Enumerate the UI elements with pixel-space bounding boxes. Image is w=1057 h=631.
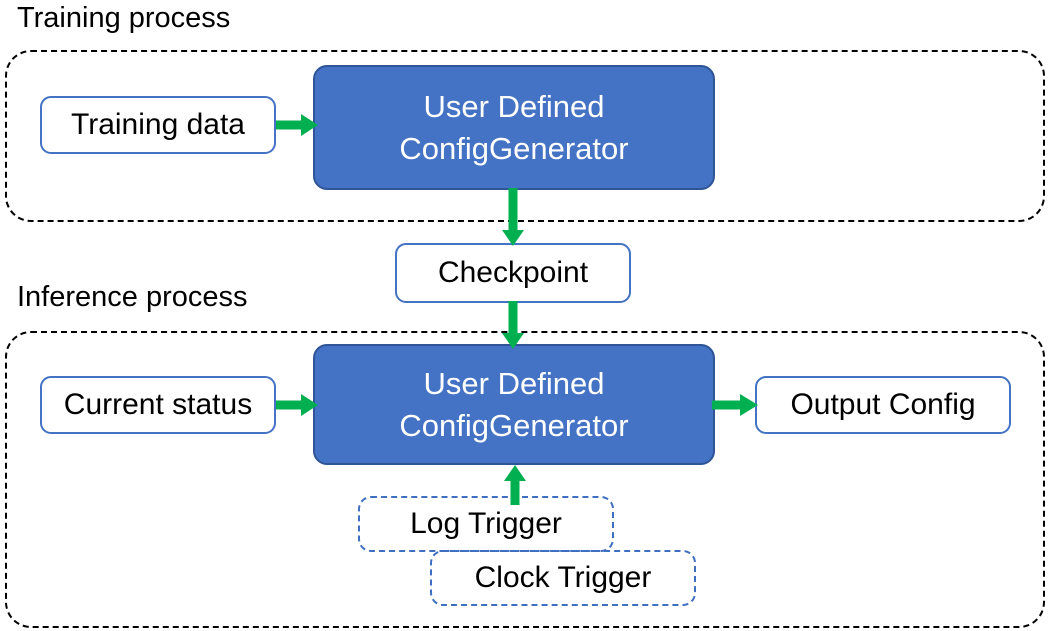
node-clock-trigger[interactable]: Clock Trigger	[430, 550, 696, 606]
node-inference-config-generator-line1: User Defined	[423, 365, 605, 401]
node-training-config-generator-line2: ConfigGenerator	[399, 130, 629, 166]
inference-process-container	[5, 331, 1045, 628]
node-output-config[interactable]: Output Config	[755, 376, 1011, 434]
node-current-status[interactable]: Current status	[40, 376, 276, 434]
node-log-trigger[interactable]: Log Trigger	[358, 496, 614, 552]
node-training-data[interactable]: Training data	[40, 96, 276, 154]
arrow-current-status-to-generator	[276, 394, 318, 416]
node-inference-config-generator[interactable]: User Defined ConfigGenerator	[313, 344, 715, 465]
arrow-generator-to-checkpoint	[502, 188, 524, 246]
training-process-label: Training process	[17, 2, 231, 34]
arrow-checkpoint-to-generator	[502, 301, 524, 349]
arrow-triggers-to-generator	[504, 465, 526, 505]
arrow-training-data-to-generator	[276, 114, 318, 136]
node-inference-config-generator-line2: ConfigGenerator	[399, 407, 629, 443]
node-training-config-generator-line1: User Defined	[423, 88, 605, 124]
inference-process-label: Inference process	[17, 281, 248, 313]
node-training-config-generator[interactable]: User Defined ConfigGenerator	[313, 65, 715, 190]
arrow-generator-to-output-config	[712, 394, 758, 416]
training-process-container	[5, 50, 1045, 222]
node-checkpoint[interactable]: Checkpoint	[395, 243, 631, 303]
